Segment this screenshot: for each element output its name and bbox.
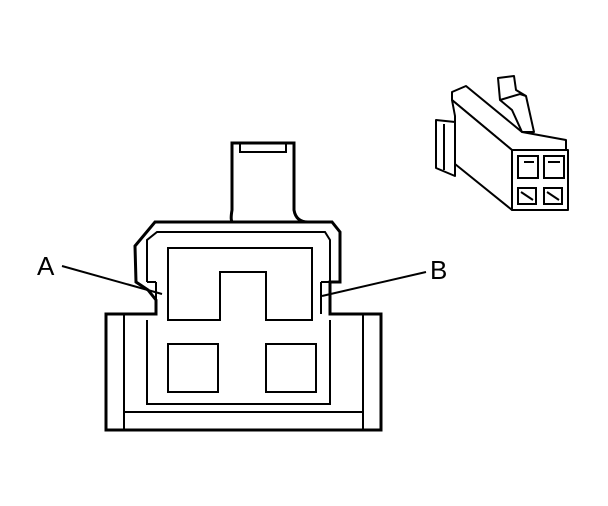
callout-b-leader (321, 271, 427, 297)
base-inner-floor (146, 320, 331, 405)
housing-inner-rim (146, 231, 331, 282)
iso-bottom-cavity-right (543, 187, 563, 205)
iso-front-face (511, 149, 569, 211)
callout-a-label: A (37, 251, 55, 281)
iso-body-left (451, 99, 513, 211)
iso-side-bracket (435, 119, 456, 177)
callout-b-label: B (430, 255, 447, 285)
iso-bottom-cavity-left (517, 187, 537, 205)
iso-bottom-cavity-detail (520, 191, 560, 201)
locking-tab (229, 141, 309, 224)
terminal-cavity-a (167, 343, 219, 393)
terminal-cavity-b (265, 343, 317, 393)
connector-isometric-view (435, 75, 569, 211)
keyway-outline (167, 247, 313, 321)
callout-a: A (37, 251, 163, 295)
iso-top-cavity-right (543, 155, 565, 179)
iso-top-cavity-left (517, 155, 539, 179)
iso-locking-tab (497, 75, 535, 133)
base-inner-wall (123, 314, 364, 430)
iso-locking-tab-ridge (499, 92, 527, 101)
callout-a-leader (61, 265, 163, 295)
callout-b: B (321, 255, 447, 297)
locking-tab-inner-line (239, 143, 287, 153)
connector-face-view (104, 141, 383, 432)
